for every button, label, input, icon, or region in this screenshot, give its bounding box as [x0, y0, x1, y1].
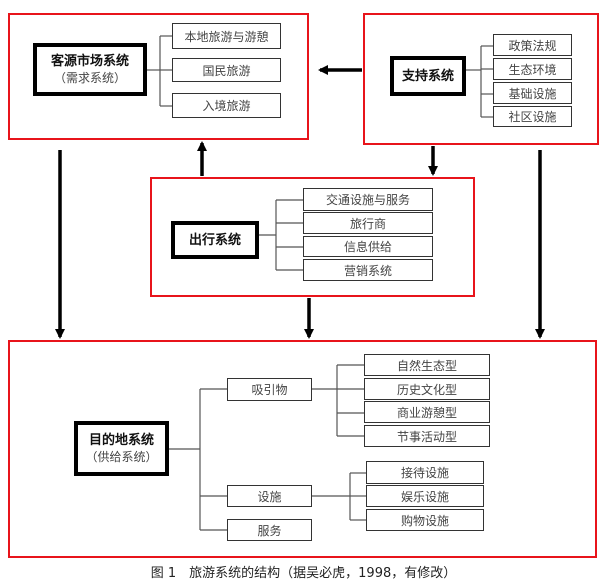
source-market-item: 国民旅游 — [172, 58, 281, 82]
attraction-type-item: 节事活动型 — [364, 425, 490, 447]
support-system-box: 支持系统 — [390, 56, 466, 96]
attraction-type-item: 商业游憩型 — [364, 401, 490, 423]
destination-system-box: 目的地系统 （供给系统） — [74, 421, 169, 476]
travel-item: 营销系统 — [303, 259, 433, 281]
attraction-type-item: 历史文化型 — [364, 378, 490, 400]
facility-type-item: 娱乐设施 — [366, 485, 484, 507]
travel-item: 旅行商 — [303, 212, 433, 234]
travel-system-box: 出行系统 — [171, 221, 259, 259]
source-market-title: 客源市场系统 — [50, 53, 129, 69]
source-market-tree-lines — [147, 35, 172, 107]
support-tree-lines — [466, 45, 493, 118]
support-item: 基础设施 — [493, 82, 572, 104]
destination-branch-services: 服务 — [227, 519, 312, 541]
destination-subtitle: （供给系统） — [85, 449, 158, 464]
facility-type-item: 接待设施 — [366, 461, 484, 484]
destination-title: 目的地系统 — [88, 432, 154, 448]
travel-title: 出行系统 — [188, 232, 241, 248]
support-item: 社区设施 — [493, 106, 572, 127]
source-market-item: 入境旅游 — [172, 93, 281, 118]
travel-tree-lines — [259, 199, 303, 271]
facility-type-item: 购物设施 — [366, 509, 484, 531]
source-market-subtitle: （需求系统） — [53, 70, 126, 85]
support-title: 支持系统 — [401, 68, 454, 84]
destination-branch-attractions: 吸引物 — [227, 378, 312, 401]
figure-caption: 图 1 旅游系统的结构（据吴必虎，1998，有修改） — [150, 566, 457, 581]
source-market-item: 本地旅游与游憩 — [172, 23, 281, 49]
support-item: 政策法规 — [493, 34, 572, 56]
attraction-type-item: 自然生态型 — [364, 354, 490, 376]
destination-tree-lines — [169, 364, 366, 531]
destination-branch-facilities: 设施 — [227, 485, 312, 507]
travel-item: 交通设施与服务 — [303, 188, 433, 211]
travel-item: 信息供给 — [303, 236, 433, 257]
support-item: 生态环境 — [493, 58, 572, 80]
source-market-system-box: 客源市场系统 （需求系统） — [33, 43, 147, 96]
